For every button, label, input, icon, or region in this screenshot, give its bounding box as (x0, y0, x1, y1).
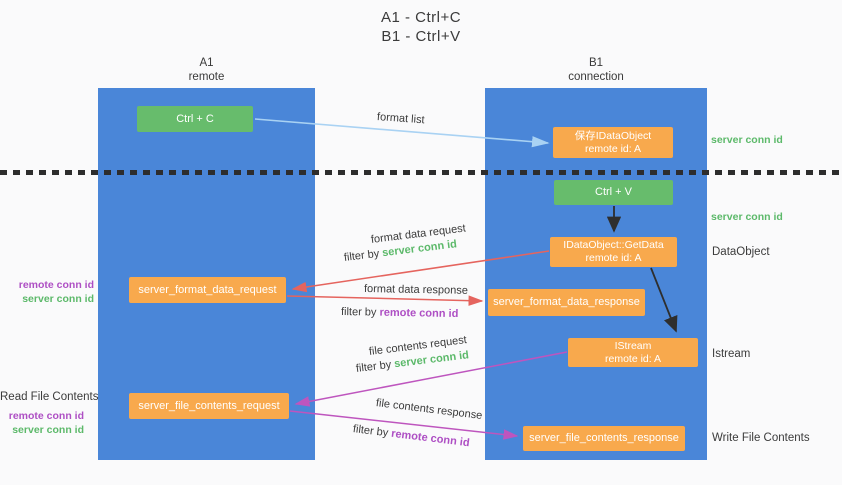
filter-by-text: filter by (352, 423, 392, 440)
separator-dashed-line (0, 170, 842, 175)
remote-conn-id-label-left-2: remote conn id (8, 410, 84, 422)
server-conn-id-label-left-2: server conn id (12, 424, 84, 436)
column-header-b1: B1 connection (485, 56, 707, 84)
getdata-line2: remote id: A (585, 252, 642, 264)
format-list-label: format list (376, 111, 425, 127)
column-b1-name: B1 (588, 57, 604, 69)
server-format-data-response-label: server_format_data_response (493, 296, 640, 308)
server-file-contents-request-label: server_file_contents_request (138, 399, 280, 412)
ctrl-v-box: Ctrl + V (554, 180, 673, 205)
server-format-data-request-box: server_format_data_request (129, 277, 286, 303)
write-file-contents-label: Write File Contents (712, 432, 810, 444)
remote-conn-id-text: remote conn id (390, 427, 471, 450)
dataobject-label: DataObject (712, 246, 770, 258)
column-a1-role: remote (188, 71, 225, 83)
filter-by-text: filter by (355, 358, 395, 375)
diagram-title-line1: A1 - Ctrl+C (380, 9, 462, 26)
server-conn-id-label-right-mid: server conn id (711, 211, 783, 223)
server-format-data-response-box: server_format_data_response (488, 289, 645, 316)
format-data-response-arrow (286, 295, 484, 306)
save-idataobject-line1: 保存IDataObject (574, 129, 652, 142)
server-file-contents-response-box: server_file_contents_response (523, 426, 685, 451)
save-idataobject-line2: remote id: A (584, 142, 642, 155)
server-conn-id-label-right-top: server conn id (711, 134, 783, 146)
ctrl-v-label: Ctrl + V (595, 186, 632, 198)
filter-by-text: filter by (343, 247, 383, 264)
format-data-response-label: format data response (363, 283, 469, 297)
istream-box: IStream remote id: A (568, 338, 698, 367)
column-b1-role: connection (568, 71, 624, 83)
read-file-contents-label: Read File Contents (0, 391, 99, 403)
format-data-response-filter-label: filter by remote conn id (341, 306, 459, 320)
remote-conn-id-text: remote conn id (379, 306, 459, 321)
remote-conn-id-label-left-1: remote conn id (18, 279, 94, 291)
column-a1-name: A1 (199, 57, 214, 69)
column-header-a1: A1 remote (98, 56, 315, 84)
server-file-contents-response-label: server_file_contents_response (529, 432, 679, 444)
ctrl-c-label: Ctrl + C (176, 112, 214, 125)
filter-by-text: filter by (340, 306, 380, 319)
file-contents-response-label: file contents response (375, 397, 483, 422)
save-idataobject-box: 保存IDataObject remote id: A (553, 127, 673, 158)
getdata-box: IDataObject::GetData remote id: A (550, 237, 677, 267)
getdata-line1: IDataObject::GetData (563, 239, 664, 251)
server-format-data-request-label: server_format_data_request (138, 283, 277, 296)
server-file-contents-request-box: server_file_contents_request (129, 393, 289, 419)
server-conn-id-label-left-1: server conn id (22, 293, 94, 305)
istream-side-label: Istream (712, 348, 751, 360)
ctrl-c-box: Ctrl + C (137, 106, 253, 132)
istream-line2: remote id: A (604, 352, 662, 365)
diagram-title-line2: B1 - Ctrl+V (381, 28, 461, 45)
istream-line1: IStream (614, 339, 652, 352)
file-contents-response-filter-label: filter by remote conn id (352, 423, 470, 449)
